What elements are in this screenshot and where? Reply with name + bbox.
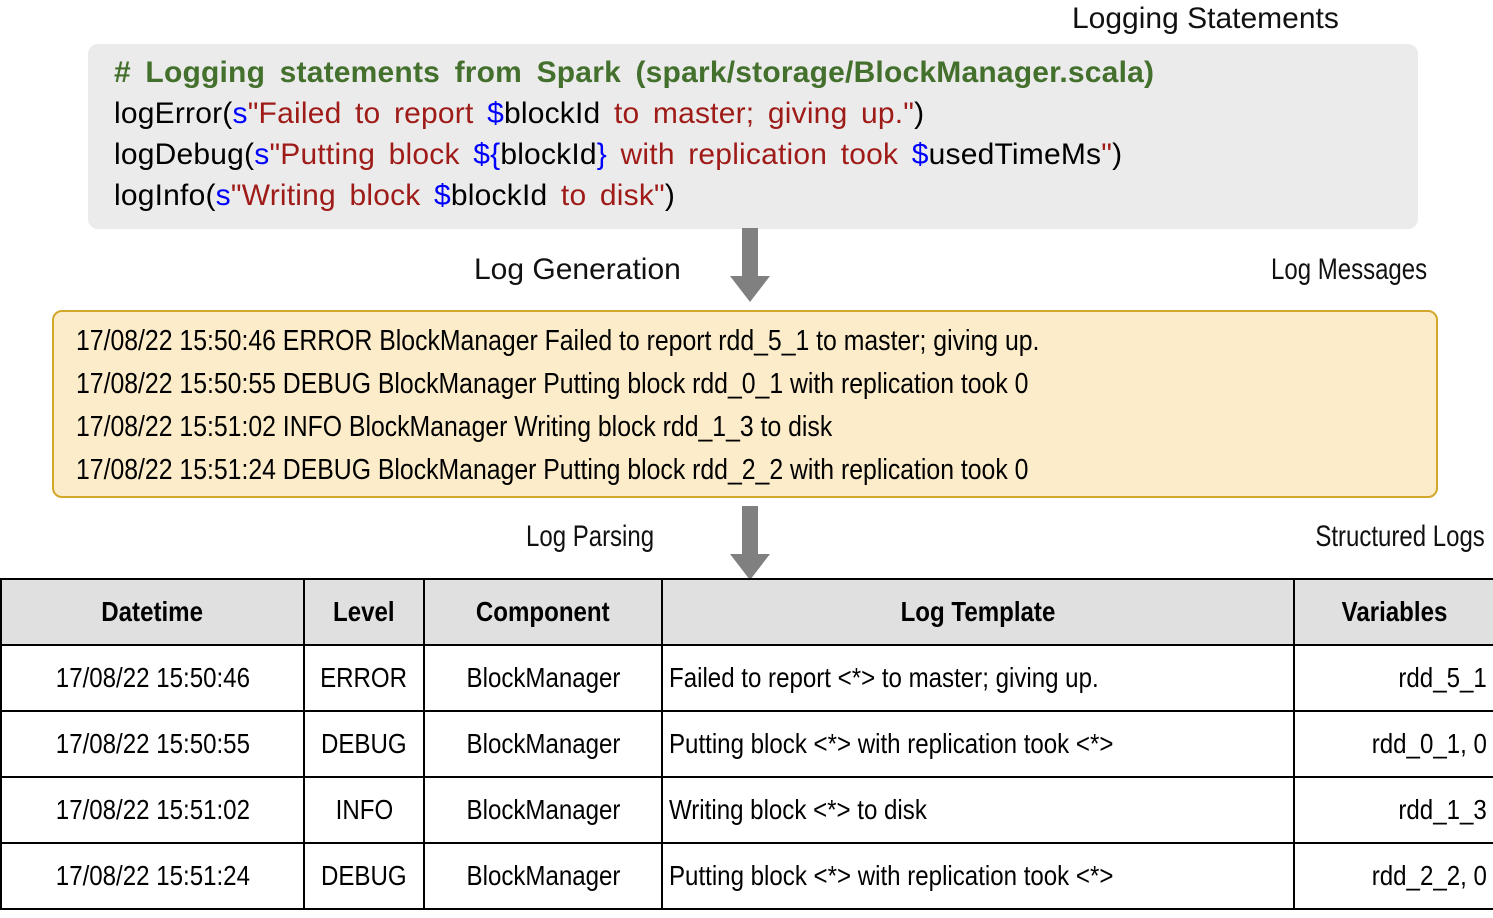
- log-message-line: 17/08/22 15:50:55 DEBUG BlockManager Put…: [76, 368, 1029, 400]
- cell-datetime: 17/08/22 15:50:55: [0, 710, 305, 778]
- code-line-log-debug: logDebug(s"Putting block ${blockId} with…: [114, 134, 1404, 175]
- cell-level: ERROR: [303, 644, 425, 712]
- cell-variables: rdd_5_1: [1293, 644, 1493, 712]
- table-row: 17/08/22 15:50:55 DEBUG BlockManager Put…: [0, 710, 1493, 778]
- code-token: ): [1112, 138, 1123, 171]
- cell-variables: rdd_0_1, 0: [1293, 710, 1493, 778]
- cell-template: Writing block <*> to disk: [661, 776, 1295, 844]
- structured-logs-caption: Structured Logs: [1315, 520, 1485, 553]
- code-token: to disk": [547, 179, 665, 212]
- code-token: to master; giving up.": [600, 97, 915, 130]
- cell-datetime: 17/08/22 15:50:46: [0, 644, 305, 712]
- log-messages-caption: Log Messages: [1270, 253, 1427, 286]
- code-line-log-error: logError(s"Failed to report $blockId to …: [114, 93, 1404, 134]
- log-message-line: 17/08/22 15:51:24 DEBUG BlockManager Put…: [76, 454, 1029, 486]
- code-token: logInfo(: [114, 179, 216, 212]
- code-token: s: [215, 179, 231, 212]
- cell-component: BlockManager: [423, 710, 663, 778]
- code-token: $: [434, 179, 451, 212]
- code-token: s: [254, 138, 270, 171]
- cell-level: DEBUG: [303, 710, 425, 778]
- code-token: ${: [473, 138, 501, 171]
- code-token: ): [664, 179, 676, 212]
- cell-datetime: 17/08/22 15:51:24: [0, 842, 305, 910]
- code-token: ": [1101, 138, 1113, 171]
- code-token: logDebug(: [114, 138, 255, 171]
- column-header-variables: Variables: [1293, 578, 1493, 646]
- cell-level: INFO: [303, 776, 425, 844]
- cell-level: DEBUG: [303, 842, 425, 910]
- table-header-row: Datetime Level Component Log Template Va…: [0, 578, 1493, 646]
- cell-template: Putting block <*> with replication took …: [661, 710, 1295, 778]
- code-token: }: [596, 138, 608, 171]
- cell-component: BlockManager: [423, 644, 663, 712]
- cell-datetime: 17/08/22 15:51:02: [0, 776, 305, 844]
- log-parsing-arrow-icon: [730, 506, 770, 580]
- column-header-level: Level: [303, 578, 425, 646]
- column-header-component: Component: [423, 578, 663, 646]
- code-token: blockId: [500, 138, 597, 171]
- logging-statements-caption: Logging Statements: [1072, 2, 1339, 35]
- logging-statements-code-block: # Logging statements from Spark (spark/s…: [88, 44, 1418, 229]
- cell-variables: rdd_1_3: [1293, 776, 1493, 844]
- cell-component: BlockManager: [423, 842, 663, 910]
- code-token: usedTimeMs: [928, 138, 1102, 171]
- cell-template: Putting block <*> with replication took …: [661, 842, 1295, 910]
- cell-variables: rdd_2_2, 0: [1293, 842, 1493, 910]
- code-token: "Putting block: [269, 138, 474, 171]
- table-row: 17/08/22 15:51:02 INFO BlockManager Writ…: [0, 776, 1493, 844]
- code-token: "Failed to report: [247, 97, 488, 130]
- code-token: $: [911, 138, 929, 171]
- log-messages-box: 17/08/22 15:50:46 ERROR BlockManager Fai…: [52, 310, 1438, 498]
- code-token: blockId: [450, 179, 548, 212]
- table-row: 17/08/22 15:51:24 DEBUG BlockManager Put…: [0, 842, 1493, 910]
- structured-logs-table: Datetime Level Component Log Template Va…: [0, 578, 1493, 910]
- log-generation-arrow-icon: [730, 228, 770, 302]
- log-generation-caption: Log Generation: [474, 253, 681, 286]
- log-message-line: 17/08/22 15:51:02 INFO BlockManager Writ…: [76, 411, 833, 443]
- code-token: with replication took: [607, 138, 912, 171]
- code-token: blockId: [503, 97, 601, 130]
- code-token: logError(: [114, 97, 233, 130]
- log-message-line: 17/08/22 15:50:46 ERROR BlockManager Fai…: [76, 325, 1040, 357]
- code-token: s: [232, 97, 248, 130]
- code-token: ): [914, 97, 925, 130]
- table-row: 17/08/22 15:50:46 ERROR BlockManager Fai…: [0, 644, 1493, 712]
- cell-component: BlockManager: [423, 776, 663, 844]
- code-comment-line: # Logging statements from Spark (spark/s…: [114, 56, 1155, 89]
- code-token: "Writing block: [230, 179, 435, 212]
- column-header-datetime: Datetime: [0, 578, 305, 646]
- column-header-template: Log Template: [661, 578, 1295, 646]
- code-line-log-info: logInfo(s"Writing block $blockId to disk…: [114, 175, 1404, 216]
- cell-template: Failed to report <*> to master; giving u…: [661, 644, 1295, 712]
- code-token: $: [487, 97, 504, 130]
- log-parsing-caption: Log Parsing: [526, 520, 655, 553]
